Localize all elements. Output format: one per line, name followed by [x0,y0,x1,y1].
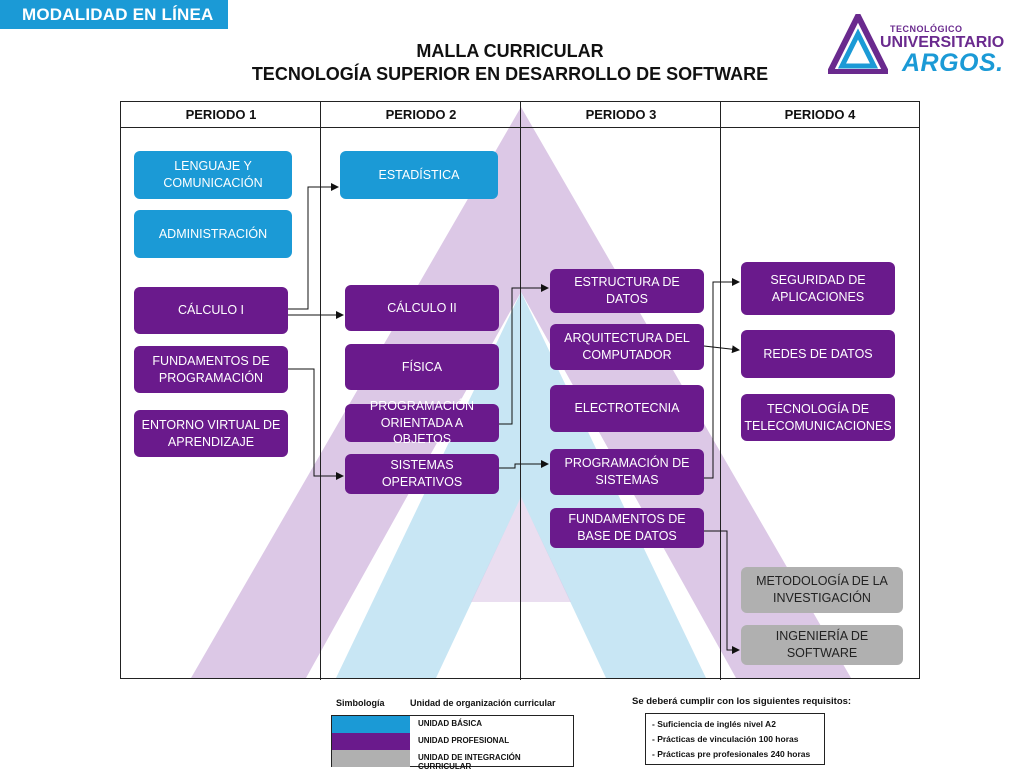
logo-text-big: ARGOS. [902,49,1004,77]
legend-swatch-professional [332,733,410,750]
requirements-title: Se deberá cumplir con los siguientes req… [632,696,852,707]
course-programacion-orientada-objetos: PROGRAMACIÓN ORIENTADA A OBJETOS [345,399,499,446]
course-calculo-1: CÁLCULO I [134,287,288,334]
logo-text-small: TECNOLÓGICO [890,24,963,34]
course-redes-datos: REDES DE DATOS [741,330,895,378]
course-tecnologia-telecomunicaciones: TECNOLOGÍA DE TELECOMUNICACIONES [741,394,895,441]
course-calculo-2: CÁLCULO II [345,285,499,331]
course-arquitectura-computador: ARQUITECTURA DEL COMPUTADOR [550,324,704,370]
page-subtitle: TECNOLOGÍA SUPERIOR EN DESARROLLO DE SOF… [251,64,769,84]
requirements-box: - Suficiencia de inglés nivel A2 - Práct… [645,713,825,765]
period-1-header: PERIODO 1 [121,102,321,128]
column-divider [720,102,721,680]
course-fisica: FÍSICA [345,344,499,390]
requirement-item: - Suficiencia de inglés nivel A2 [652,719,776,729]
legend-label: UNIDAD DE INTEGRACIÓN CURRICULAR [418,753,521,771]
page-title: MALLA CURRICULAR [416,41,604,61]
requirement-item: - Prácticas de vinculación 100 horas [652,734,799,744]
legend-swatch-basic [332,716,410,733]
course-metodologia-investigacion: METODOLOGÍA DE LA INVESTIGACIÓN [741,567,903,613]
curriculum-grid: PERIODO 1 PERIODO 2 PERIODO 3 PERIODO 4 … [120,101,920,680]
course-ingenieria-software: INGENIERÍA DE SOFTWARE [741,625,903,665]
legend-item: UNIDAD BÁSICA [332,716,573,733]
legend-title: Simbología [336,698,385,708]
course-seguridad-aplicaciones: SEGURIDAD DE APLICACIONES [741,262,895,315]
institution-logo: TECNOLÓGICO UNIVERSITARIO ARGOS. [828,14,1008,77]
course-administracion: ADMINISTRACIÓN [134,210,292,258]
course-estructura-datos: ESTRUCTURA DE DATOS [550,269,704,313]
legend-item: UNIDAD DE INTEGRACIÓN CURRICULAR [332,750,573,771]
course-electrotecnia: ELECTROTECNIA [550,385,704,432]
legend-subtitle: Unidad de organización curricular [410,698,556,708]
course-lenguaje-comunicacion: LENGUAJE Y COMUNICACIÓN [134,151,292,199]
legend-swatch-integration [332,750,410,767]
course-programacion-sistemas: PROGRAMACIÓN DE SISTEMAS [550,449,704,495]
period-3-header: PERIODO 3 [521,102,721,128]
legend-item: UNIDAD PROFESIONAL [332,733,573,750]
course-estadistica: ESTADÍSTICA [340,151,498,199]
period-4-header: PERIODO 4 [721,102,919,128]
legend-label: UNIDAD PROFESIONAL [418,736,510,745]
course-entorno-virtual: ENTORNO VIRTUAL DE APRENDIZAJE [134,410,288,457]
legend-label: UNIDAD BÁSICA [418,719,482,728]
logo-text-mid: UNIVERSITARIO [880,34,1005,51]
modality-badge: MODALIDAD EN LÍNEA [0,0,228,29]
course-sistemas-operativos: SISTEMAS OPERATIVOS [345,454,499,494]
requirement-item: - Prácticas pre profesionales 240 horas [652,749,811,759]
period-2-header: PERIODO 2 [321,102,521,128]
logo-triangle-icon [828,14,888,74]
course-fundamentos-programacion: FUNDAMENTOS DE PROGRAMACIÓN [134,346,288,393]
column-divider [320,102,321,680]
course-fundamentos-base-datos: FUNDAMENTOS DE BASE DE DATOS [550,508,704,548]
column-divider [520,102,521,680]
legend: UNIDAD BÁSICA UNIDAD PROFESIONAL UNIDAD … [331,715,574,771]
